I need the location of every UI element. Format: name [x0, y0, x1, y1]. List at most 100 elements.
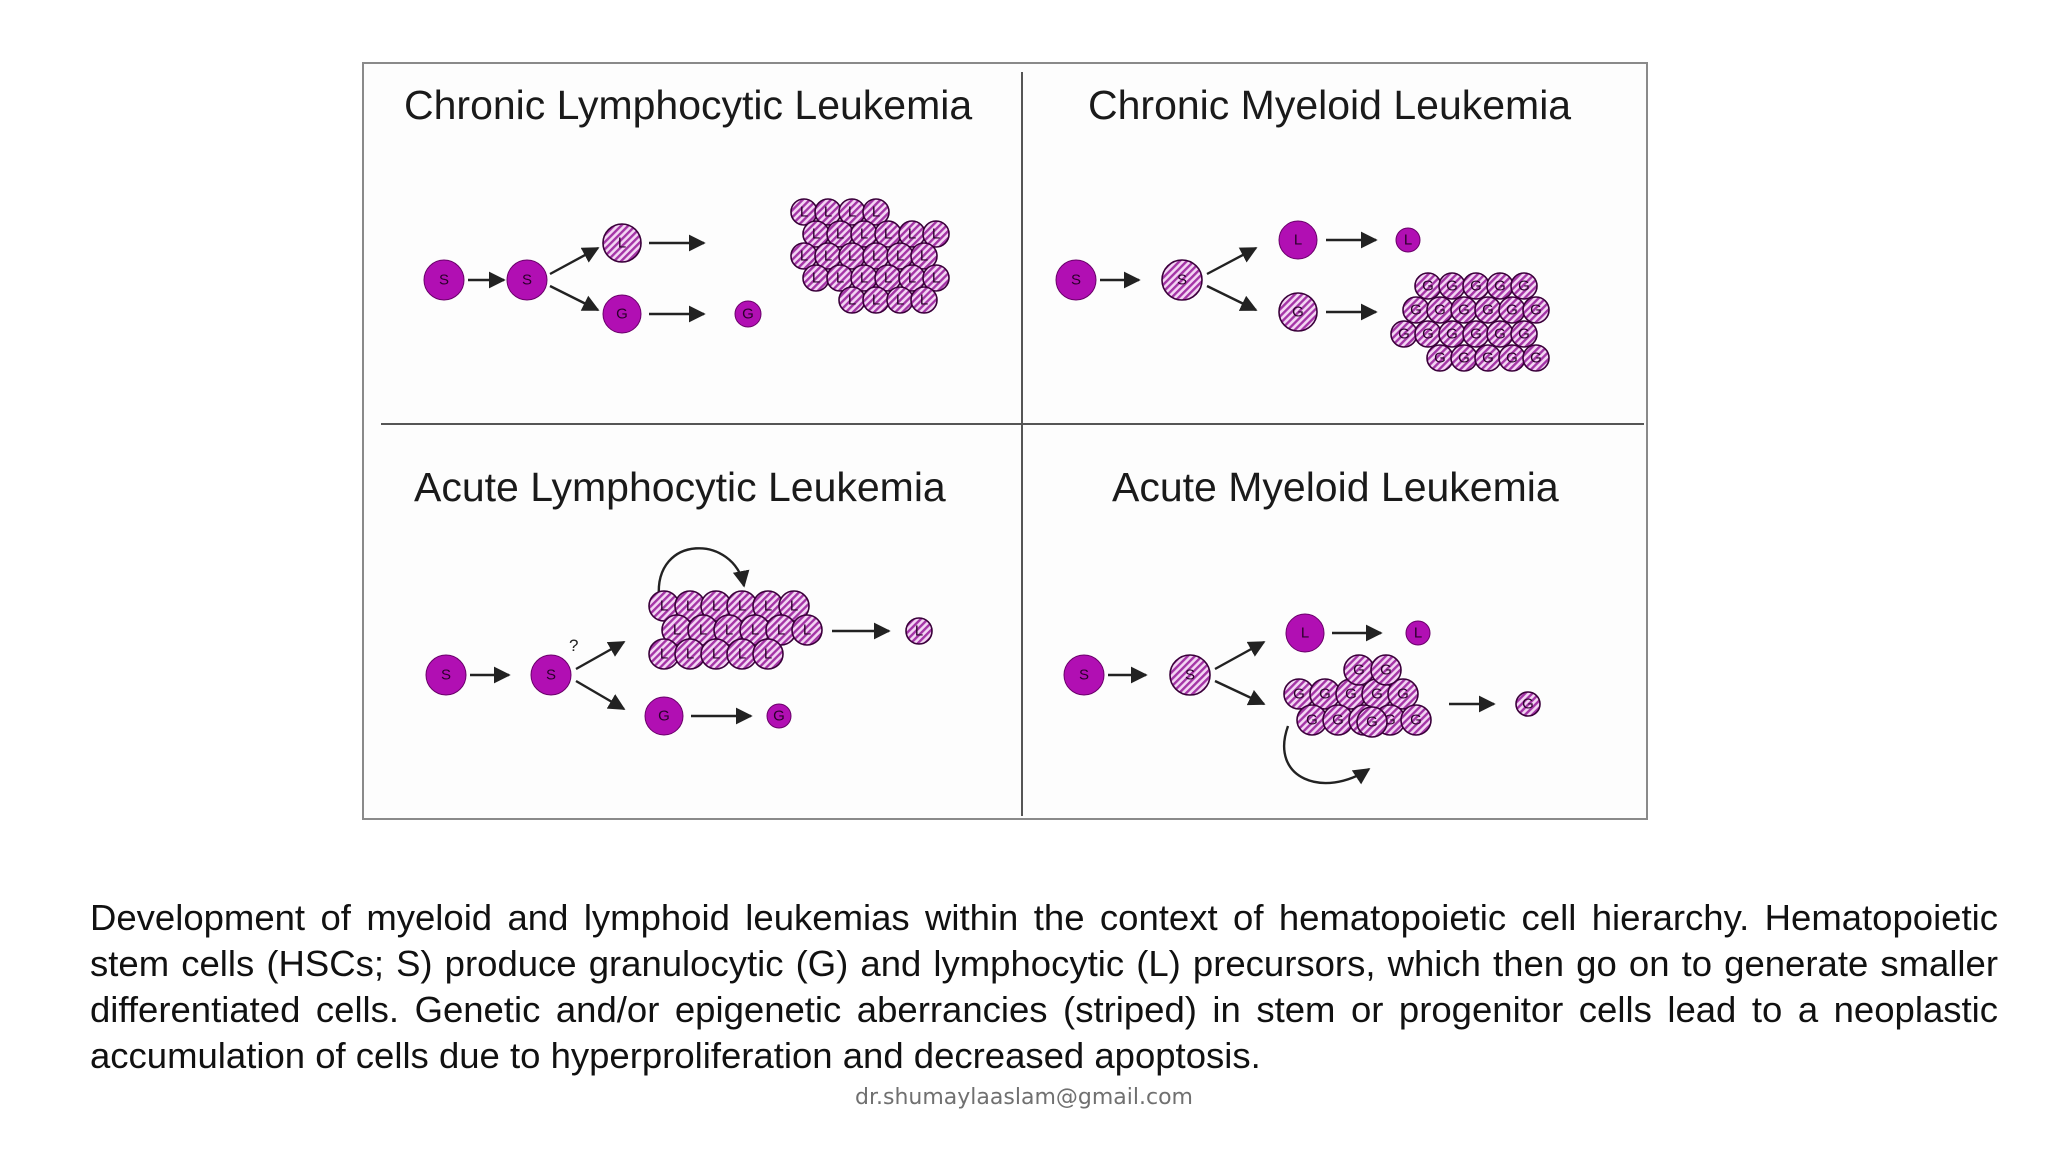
arrow: [575, 679, 626, 711]
lymphocytic-precursor: [602, 223, 642, 263]
cell-letter: L: [790, 598, 798, 615]
cell-letter: G: [1494, 278, 1506, 295]
cell-letter: L: [884, 270, 892, 287]
aberrant-cell: [922, 220, 950, 248]
cell-letter: L: [764, 598, 772, 615]
cell-letter: G: [1494, 326, 1506, 343]
lymphocyte: [1405, 620, 1431, 646]
cell-letter: G: [1506, 350, 1518, 367]
arrow: [1214, 640, 1266, 671]
stem-cell-aberrant: [1169, 654, 1211, 696]
cell-letter: L: [812, 270, 820, 287]
panel-title-all: Acute Lymphocytic Leukemia: [414, 464, 946, 510]
cell-letter: G: [742, 306, 754, 323]
cell-letter: L: [686, 646, 694, 663]
cell-letter: S: [546, 667, 556, 684]
cell-letter: L: [699, 622, 707, 639]
cell-letter: G: [1458, 302, 1470, 319]
leukemia-diagram: Chronic Lymphocytic Leukemia Chronic Mye…: [362, 62, 1648, 820]
cell-letter: G: [1398, 326, 1410, 343]
granulocyte: [766, 703, 792, 729]
aberrant-cell: [922, 264, 950, 292]
stem-cell-aberrant: [1161, 259, 1203, 301]
cell-letter: G: [1397, 686, 1409, 703]
lymphocytic-precursor: [1285, 613, 1325, 653]
arrow: [1214, 679, 1266, 706]
cell-letter: L: [738, 646, 746, 663]
cell-letter: G: [1482, 302, 1494, 319]
stem-cell: [1055, 259, 1097, 301]
aberrant-cell: [791, 614, 823, 646]
granulocytic-precursor: [644, 696, 684, 736]
cell-letter: L: [1301, 625, 1309, 642]
cell-letter: L: [908, 270, 916, 287]
cell-letter: L: [920, 292, 928, 309]
cell-letter: G: [1366, 714, 1378, 731]
cell-letter: G: [1384, 712, 1396, 729]
arrow: [1206, 246, 1258, 276]
cell-letter: L: [712, 598, 720, 615]
cell-letter: S: [1185, 667, 1195, 684]
cell-letter: S: [439, 272, 449, 289]
figure-caption: Development of myeloid and lymphoid leuk…: [90, 897, 1998, 1076]
aberrant-cell: [862, 198, 890, 226]
aberrant-cell: [910, 242, 938, 270]
aberrant-cell: [1522, 344, 1550, 372]
self-renewal-arrow: [1282, 725, 1371, 785]
cell-letter: G: [1319, 686, 1331, 703]
lymphocytic-precursor: [1278, 220, 1318, 260]
cell-letter: G: [616, 306, 628, 323]
cell-letter: L: [884, 226, 892, 243]
cell-letter: G: [658, 708, 670, 725]
cell-letter: L: [751, 622, 759, 639]
cell-letter: G: [773, 708, 785, 725]
cell-letter: G: [1434, 302, 1446, 319]
lymphocyte: [905, 617, 933, 645]
question-mark: ?: [569, 636, 578, 655]
cell-letter: S: [1177, 272, 1187, 289]
granulocytic-precursor: [602, 294, 642, 334]
cell-letter: G: [1410, 302, 1422, 319]
cell-letter: L: [860, 226, 868, 243]
cell-letter: G: [1345, 686, 1357, 703]
self-renewal-arrow: [657, 547, 750, 598]
lymphocyte: [1395, 227, 1421, 253]
cell-letter: L: [908, 226, 916, 243]
cell-letter: L: [848, 204, 856, 221]
cell-letter: L: [738, 598, 746, 615]
cell-letter: L: [836, 270, 844, 287]
cell-letter: L: [1294, 232, 1302, 249]
cell-letter: S: [522, 272, 532, 289]
cell-letter: G: [1458, 350, 1470, 367]
cell-letter: L: [896, 292, 904, 309]
arrow: [575, 640, 626, 671]
cell-letter: G: [1518, 326, 1530, 343]
cell-letter: L: [920, 248, 928, 265]
cell-letter: L: [618, 235, 626, 252]
cell-letter: L: [812, 226, 820, 243]
stem-cell: [1063, 654, 1105, 696]
cell-letter: G: [1470, 278, 1482, 295]
cell-letter: G: [1446, 278, 1458, 295]
cell-letter: S: [441, 667, 451, 684]
cell-letter: L: [872, 292, 880, 309]
cell-letter: G: [1506, 302, 1518, 319]
panel-title-cll: Chronic Lymphocytic Leukemia: [404, 82, 972, 128]
aberrant-cell: [1370, 654, 1402, 686]
cell-letter: L: [915, 623, 923, 640]
granulocytic-precursor: [1278, 292, 1318, 332]
cell-letter: L: [777, 622, 785, 639]
stem-cell: [425, 654, 467, 696]
cell-letter: L: [860, 270, 868, 287]
cell-letter: G: [1422, 278, 1434, 295]
cell-letter: G: [1518, 278, 1530, 295]
cell-letter: G: [1530, 302, 1542, 319]
granulocyte: [734, 300, 762, 328]
cell-letter: L: [803, 622, 811, 639]
cell-letter: G: [1470, 326, 1482, 343]
cell-letter: L: [712, 646, 720, 663]
cell-letter: L: [800, 204, 808, 221]
aberrant-cell: [1387, 678, 1419, 710]
cell-letter: G: [1306, 712, 1318, 729]
cell-letter: G: [1353, 662, 1365, 679]
